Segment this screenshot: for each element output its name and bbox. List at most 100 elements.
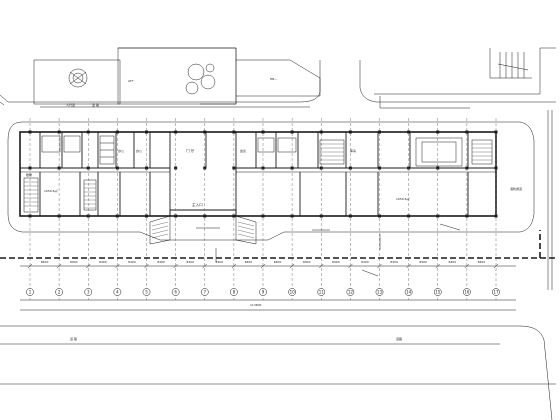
axis-number: 1	[29, 289, 32, 294]
dimension-text: 8400	[448, 260, 456, 264]
dimension-text: 8400	[128, 260, 136, 264]
column	[174, 130, 178, 134]
axis-bubble	[26, 288, 34, 296]
axis-number: 9	[262, 289, 265, 294]
dimension-text: 8400	[361, 260, 369, 264]
column	[494, 130, 498, 134]
road-label: 道路	[396, 336, 402, 341]
hall-label: 门 厅	[186, 148, 195, 153]
total-dimension: 113600	[250, 303, 262, 307]
axis-bubble	[463, 288, 471, 296]
building-outline	[7, 121, 535, 241]
axis-number: 6	[174, 289, 177, 294]
dimension-text: 8400	[70, 260, 78, 264]
axis-number: 7	[203, 289, 206, 294]
room-label: 会议	[240, 148, 246, 153]
column	[203, 130, 207, 134]
site-note: HB—	[270, 77, 277, 81]
annotation-marks	[196, 223, 461, 277]
axis-number: 13	[377, 289, 383, 294]
axis-number: 17	[493, 289, 499, 294]
stair-left	[83, 179, 97, 211]
axis-bubble	[200, 288, 209, 296]
axis-number: 4	[116, 289, 119, 294]
stair-center	[319, 139, 345, 165]
area-label-right: 1050.6㎡	[396, 196, 410, 201]
dimension-text: 8400	[332, 260, 340, 264]
axis-bubble	[288, 288, 296, 296]
parking-marks	[497, 52, 529, 78]
column	[465, 130, 469, 134]
axis-bubble	[317, 288, 326, 296]
column	[407, 130, 411, 134]
west-walk-label: 人行道	[66, 102, 75, 107]
axis-number: 8	[233, 289, 236, 294]
axis-bubble	[113, 288, 122, 296]
column	[261, 130, 265, 134]
axis-number: 10	[290, 289, 296, 294]
axis-bubble	[259, 288, 267, 296]
landscape-block-center	[117, 47, 237, 105]
svg-text:ATT: ATT	[128, 79, 134, 83]
column	[378, 130, 381, 134]
column	[232, 130, 236, 134]
column	[115, 130, 119, 134]
axis-bubble	[84, 288, 93, 296]
dimension-text: 8400	[186, 260, 194, 264]
area-label-left: 1050.6㎡	[44, 188, 58, 193]
axis-number: 2	[58, 289, 61, 294]
dimension-text: 8400	[41, 260, 49, 264]
axis-number: 15	[435, 289, 441, 294]
column	[319, 130, 323, 134]
column	[86, 130, 90, 134]
interior-partitions	[23, 130, 498, 218]
axis-number: 14	[406, 289, 412, 294]
stair-label: 楼梯	[26, 172, 32, 177]
toilet-block	[99, 135, 115, 165]
landscape-block-right	[236, 59, 321, 97]
axis-bubble	[171, 288, 180, 296]
dimension-text: 8400	[274, 260, 282, 264]
bottom-road: 道 路 道路	[0, 325, 556, 420]
column	[28, 130, 32, 134]
axis-number: 5	[145, 289, 148, 294]
dimension-text: 8400	[303, 260, 311, 264]
dimension-text: 8400	[99, 260, 107, 264]
axis-bubble	[404, 288, 413, 296]
axis-number: 11	[319, 289, 325, 294]
column	[290, 130, 294, 134]
dimension-texts: 8400 8400 8400 8400 8400 8400 8400 8400 8400 8400…	[27, 260, 499, 269]
dimension-text: 8400	[245, 260, 253, 264]
axis-bubble	[346, 288, 355, 296]
bottom-road-label: 道 路	[70, 336, 77, 341]
axis-bubble	[492, 288, 500, 296]
axis-bubble	[142, 288, 151, 296]
courtyard	[415, 137, 463, 167]
dimension-text: 8400	[419, 260, 427, 264]
room-label: 办公	[136, 148, 142, 153]
axis-lines	[29, 118, 497, 300]
entrance-canopy: 主入口	[149, 202, 257, 245]
dimension-text: 8400	[390, 260, 398, 264]
axis-number: 16	[464, 289, 470, 294]
stair-left-far	[23, 177, 39, 213]
axis-number: 12	[348, 289, 354, 294]
dimension-text: 8400	[215, 260, 223, 264]
tree-icon	[68, 68, 88, 88]
site-boundary	[0, 110, 556, 290]
fire-lane-label: 消防通道	[510, 186, 522, 191]
axis-bubble	[433, 288, 442, 296]
column	[348, 130, 352, 134]
tree-icon	[185, 63, 216, 95]
axis-bubble	[55, 288, 63, 296]
axis-number: 3	[87, 289, 90, 294]
room-label: 办公	[118, 148, 124, 153]
axis-bubble	[230, 288, 238, 296]
room-label: 库房	[350, 148, 356, 153]
dimension-text: 8400	[478, 260, 486, 264]
column	[436, 130, 440, 134]
dimension-text: 8400	[157, 260, 165, 264]
column	[145, 130, 148, 134]
